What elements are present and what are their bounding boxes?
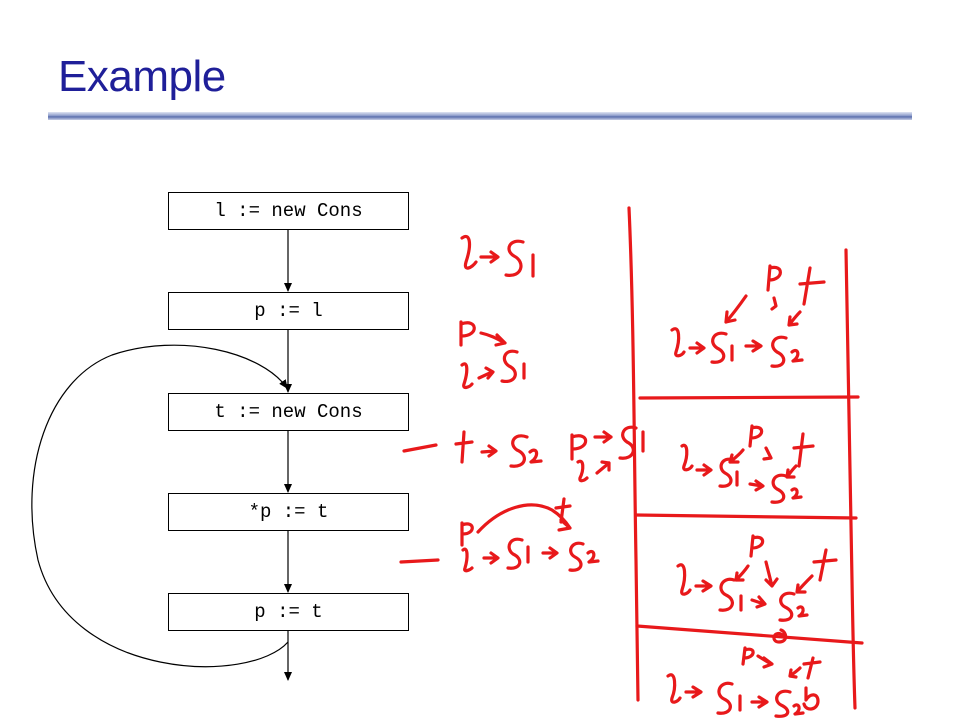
cfg-node-store-p: *p := t [168, 493, 409, 531]
back-edge [31, 344, 289, 668]
ink-note-l-s1 [460, 234, 535, 278]
ink-table-row-3 [676, 534, 838, 644]
title-rule [48, 112, 912, 120]
ink-note-p-t-l-s1-s2 [399, 497, 600, 573]
cfg-node-alloc-t: t := new Cons [168, 393, 409, 431]
cfg-node-assign-p-t: p := t [168, 593, 409, 631]
slide-title: Example [58, 52, 226, 101]
ink-table-row-2 [680, 424, 815, 504]
ink-note-t-s2 [402, 430, 543, 468]
ink-table-row-1 [670, 264, 826, 368]
ink-table-frame [627, 206, 864, 710]
ink-note-p-s1-l [570, 425, 645, 483]
ink-table-row-4 [666, 646, 822, 718]
ink-note-p-l-s1 [459, 320, 526, 390]
cfg-node-alloc-l: l := new Cons [168, 192, 409, 230]
cfg-node-assign-p: p := l [168, 292, 409, 330]
